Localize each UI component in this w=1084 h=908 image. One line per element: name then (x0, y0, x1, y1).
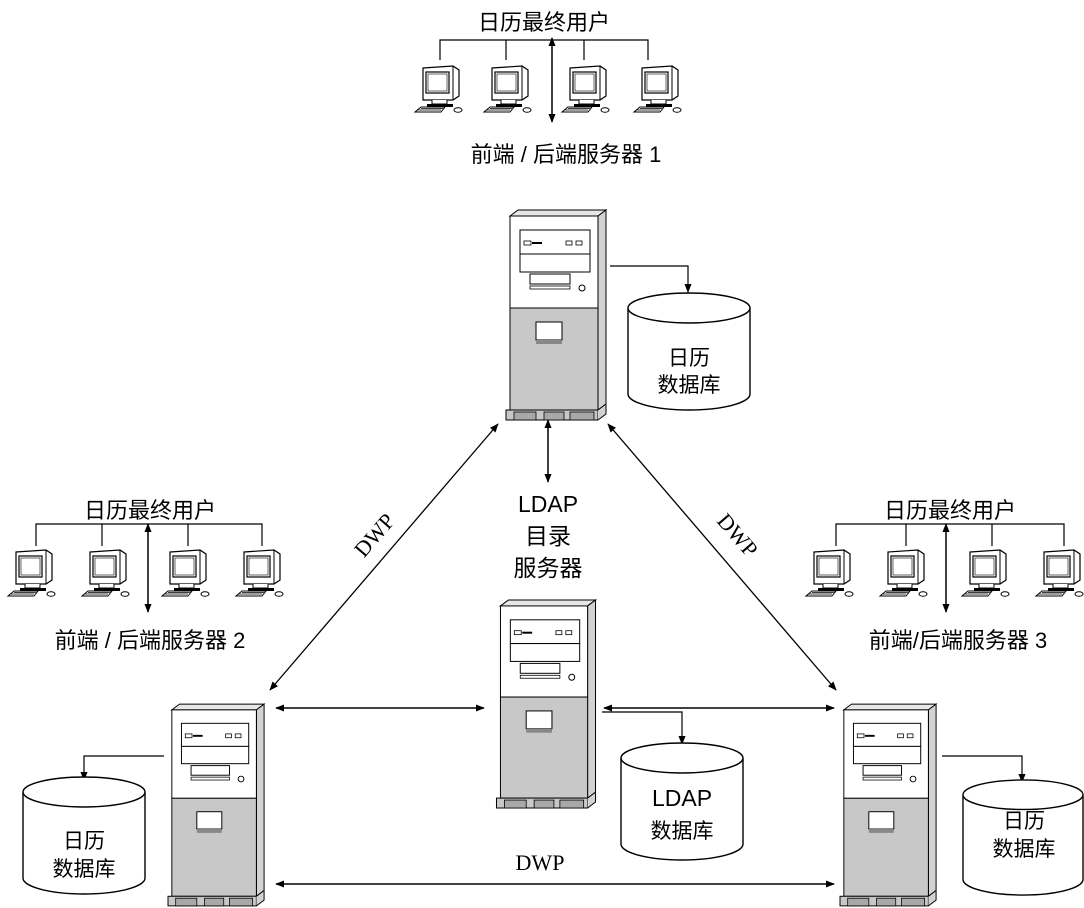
right-server-label: 前端/后端服务器 3 (869, 628, 1047, 653)
server-2-tower (167, 703, 265, 907)
ldap-server-tower (495, 599, 597, 809)
workstation-icon (414, 65, 463, 113)
workstation-icon (879, 549, 928, 597)
workstation-icon (633, 65, 682, 113)
ldap-db-line1: LDAP (652, 785, 712, 811)
workstation-icon (81, 549, 130, 597)
top-users-label: 日历最终用户 (478, 10, 610, 35)
ldap-label-line1: LDAP (518, 491, 578, 517)
ldap-db-link (602, 711, 686, 745)
workstation-icon (161, 549, 210, 597)
ldap-directory-server: LDAP 目录 服务器 LDAP 数据库 (495, 491, 744, 861)
workstation-icon (7, 549, 56, 597)
server-3-tower (839, 703, 937, 907)
top-db-line2: 数据库 (658, 374, 721, 397)
left-server-label: 前端 / 后端服务器 2 (55, 628, 246, 653)
top-server-label: 前端 / 后端服务器 1 (471, 142, 662, 167)
server-3-db-link (942, 755, 1026, 783)
workstation-icon (961, 549, 1010, 597)
left-user-group: 日历最终用户 前端 / 后端服务器 2 (7, 498, 284, 653)
workstation-icon (483, 65, 532, 113)
workstation-icon (1035, 549, 1084, 597)
right-users-label: 日历最终用户 (884, 498, 1016, 523)
ldap-label-line3: 服务器 (514, 555, 583, 581)
top-user-bus (439, 39, 649, 60)
ldap-db-line2: 数据库 (651, 820, 714, 843)
dwp-label-left: DWP (349, 508, 400, 561)
right-user-bus (835, 523, 1065, 546)
right-user-group: 日历最终用户 前端/后端服务器 3 (805, 498, 1084, 653)
left-db-line1: 日历 (63, 830, 105, 853)
server-2-db-link (80, 755, 164, 781)
workstation-icon (561, 65, 610, 113)
top-user-group: 日历最终用户 前端 / 后端服务器 1 (414, 10, 682, 167)
left-db-line2: 数据库 (53, 858, 116, 881)
workstation-icon (805, 549, 854, 597)
left-user-bus (35, 523, 263, 546)
right-db-line1: 日历 (1003, 810, 1045, 833)
left-users-label: 日历最终用户 (84, 498, 216, 523)
dwp-link-1-3 (607, 423, 837, 691)
workstation-icon (235, 549, 284, 597)
server-1-tower (505, 209, 607, 421)
top-db-line1: 日历 (668, 347, 710, 370)
right-db-line2: 数据库 (993, 838, 1056, 861)
dwp-label-bottom: DWP (516, 850, 565, 875)
ldap-label-line2: 目录 (525, 523, 571, 549)
dwp-link-1-2 (269, 423, 499, 691)
server-1-db-link (610, 265, 692, 293)
